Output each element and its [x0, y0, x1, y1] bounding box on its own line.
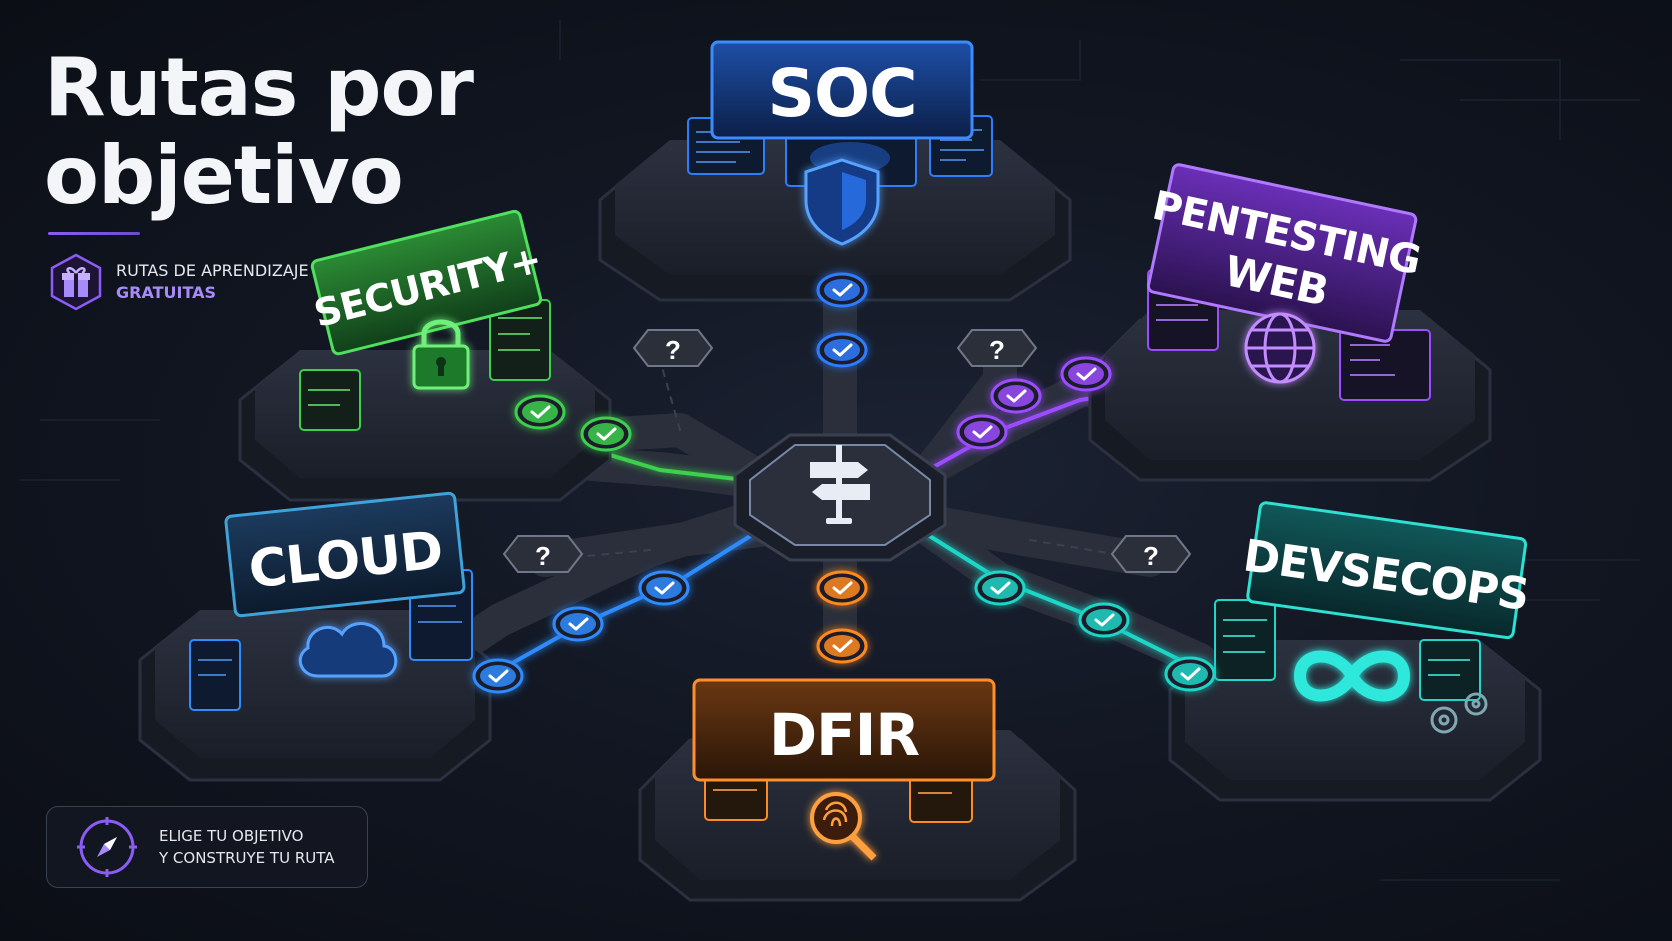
checkpoint-cloud-check-icon	[472, 658, 524, 694]
unknown-marker[interactable]: ?	[502, 535, 584, 573]
sign-dfir[interactable]: DFIR	[692, 678, 996, 782]
checkpoint-security-check-icon	[514, 394, 566, 430]
checkpoint-devsecops-check-icon	[974, 570, 1026, 606]
checkpoint-soc-check-icon	[816, 272, 868, 308]
unknown-marker[interactable]: ?	[632, 329, 714, 367]
checkpoint-pentesting-check-icon	[956, 414, 1008, 450]
compass-icon	[77, 817, 137, 877]
sign-soc[interactable]: SOC	[710, 40, 974, 140]
choose-goal-panel[interactable]: ELIGE TU OBJETIVO Y CONSTRUYE TU RUTA	[46, 806, 368, 888]
badge-line2: GRATUITAS	[116, 283, 217, 302]
page-title-line1: Rutas por	[44, 41, 474, 134]
platform-devsecops	[1168, 599, 1542, 802]
title-underline	[48, 232, 140, 235]
unknown-marker[interactable]: ?	[1110, 535, 1192, 573]
checkpoint-devsecops-check-icon	[1164, 656, 1216, 692]
central-hub	[733, 433, 947, 562]
gift-icon	[50, 253, 102, 311]
checkpoint-cloud-check-icon	[638, 570, 690, 606]
fingerprint-magnifier-icon	[810, 792, 877, 861]
badge-line1: RUTAS DE APRENDIZAJE	[116, 261, 309, 280]
checkpoint-pentesting-check-icon	[990, 378, 1042, 414]
sign-cloud[interactable]: CLOUD	[224, 491, 466, 618]
checkpoint-dfir-check-icon	[816, 628, 868, 664]
checkpoint-cloud-check-icon	[552, 606, 604, 642]
unknown-marker[interactable]: ?	[956, 329, 1038, 367]
unknown-marker-label: ?	[989, 335, 1005, 365]
page-title-line2: objetivo	[44, 129, 404, 222]
unknown-marker-label: ?	[665, 335, 681, 365]
infinity-icon	[1293, 650, 1411, 702]
globe-icon	[1244, 312, 1316, 384]
cta-line1: ELIGE TU OBJETIVO	[159, 827, 304, 845]
checkpoint-security-check-icon	[580, 416, 632, 452]
checkpoint-pentesting-check-icon	[1060, 356, 1112, 392]
sign-dfir-label: DFIR	[769, 701, 919, 769]
platform-security	[238, 299, 612, 502]
shield-icon	[804, 158, 880, 246]
checkpoint-devsecops-check-icon	[1078, 602, 1130, 638]
sign-soc-label: SOC	[767, 55, 916, 132]
cloud-icon	[298, 622, 398, 678]
unknown-marker-label: ?	[1143, 541, 1159, 571]
padlock-icon	[412, 319, 470, 390]
free-paths-badge: RUTAS DE APRENDIZAJE GRATUITAS	[46, 252, 309, 312]
sign-devsecops[interactable]: DEVSECOPS	[1238, 501, 1536, 640]
checkpoint-markers	[472, 272, 1216, 694]
unknown-marker-label: ?	[535, 541, 551, 571]
checkpoint-dfir-check-icon	[816, 570, 868, 606]
checkpoint-soc-check-icon	[816, 332, 868, 368]
gears-icon	[1430, 692, 1488, 734]
cta-line2: Y CONSTRUYE TU RUTA	[159, 849, 335, 867]
background-circuit-lines	[20, 20, 1640, 881]
signpost-icon	[810, 445, 870, 524]
page-title: Rutas por objetivo	[44, 41, 474, 222]
